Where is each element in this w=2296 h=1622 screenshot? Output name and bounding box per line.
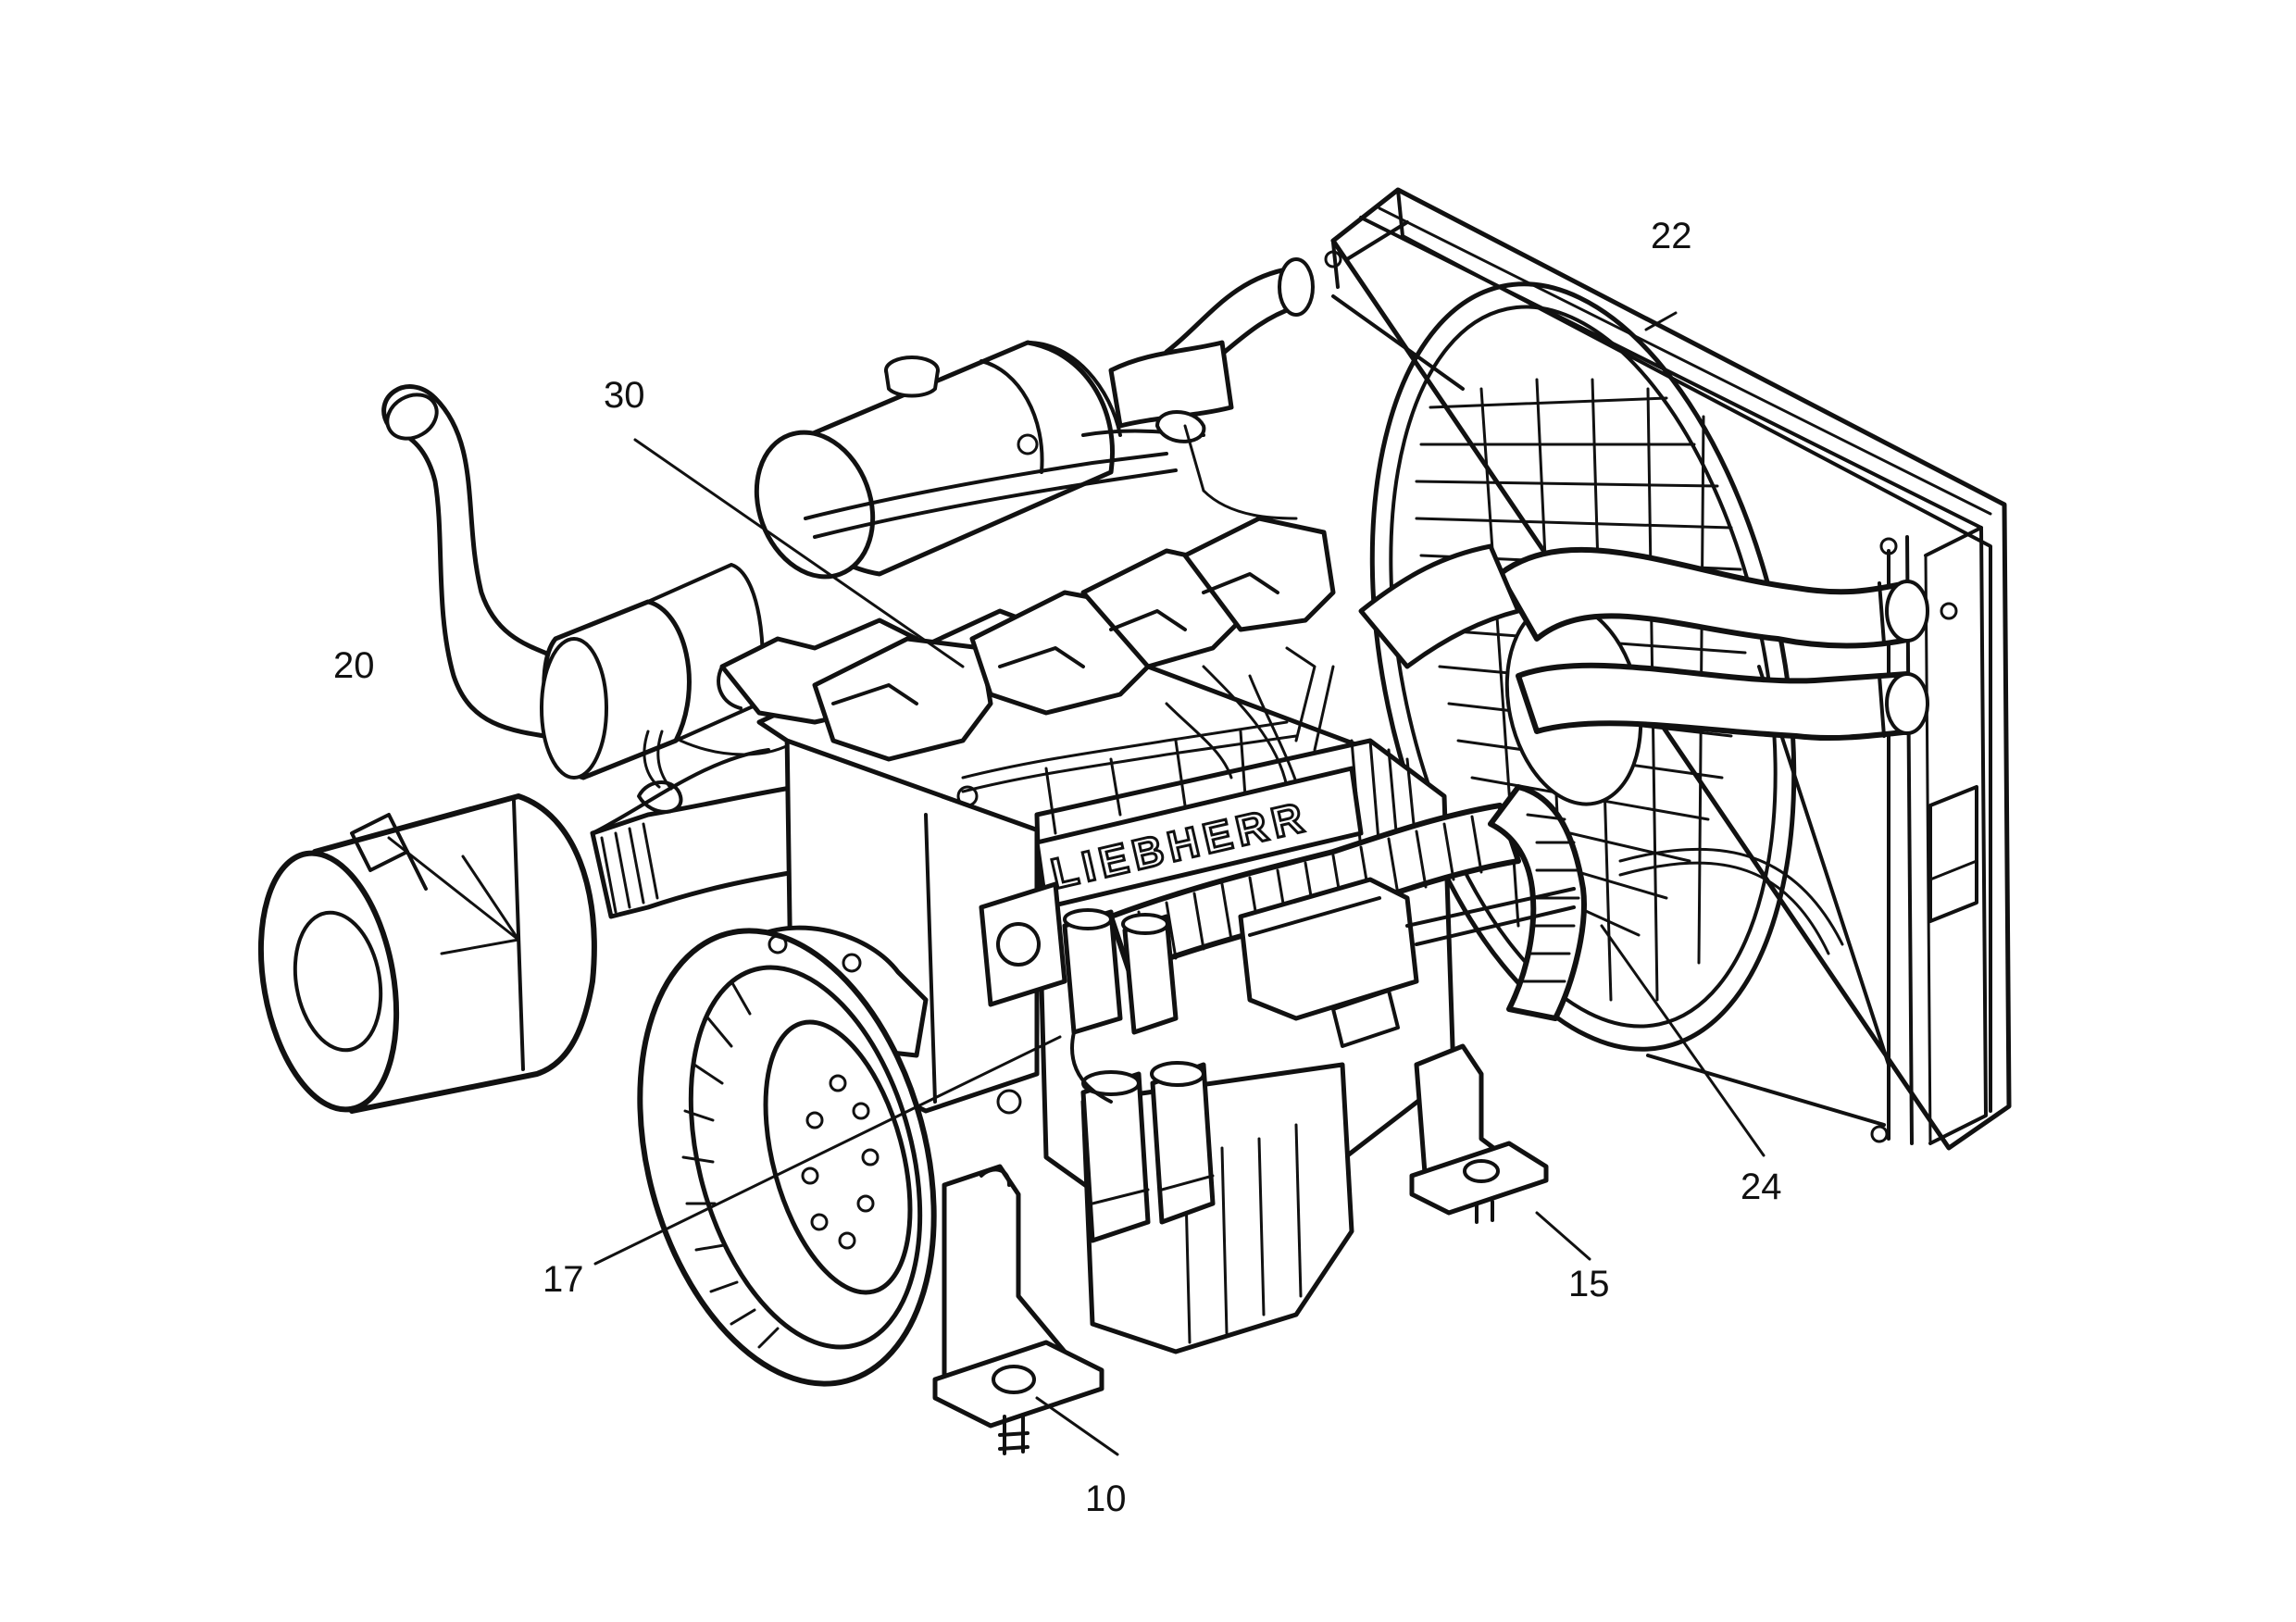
leader-lines (387, 311, 1766, 1456)
fuel-filters (1062, 908, 1216, 1243)
expansion-tank (754, 340, 1298, 580)
radiator-hoses (1164, 257, 1929, 955)
callout-30: 30 (604, 375, 645, 416)
injector-lines (961, 646, 1418, 854)
mount-bracket-front (932, 1164, 1104, 1455)
callout-labels: 20 22 30 24 15 17 10 (333, 216, 1782, 1519)
callout-17: 17 (543, 1259, 584, 1300)
rocker-covers (717, 516, 1336, 762)
air-filter (257, 730, 808, 1114)
engine-block: LIEBHERR (717, 516, 1587, 1354)
callout-10: 10 (1085, 1479, 1127, 1519)
mount-bracket-rear (1409, 1043, 1549, 1224)
callout-24: 24 (1741, 1167, 1782, 1207)
callout-20: 20 (333, 645, 375, 686)
callout-15: 15 (1568, 1264, 1610, 1304)
exhaust-pipe (381, 384, 798, 780)
flywheel-housing (637, 925, 937, 1387)
callout-22: 22 (1651, 216, 1692, 256)
